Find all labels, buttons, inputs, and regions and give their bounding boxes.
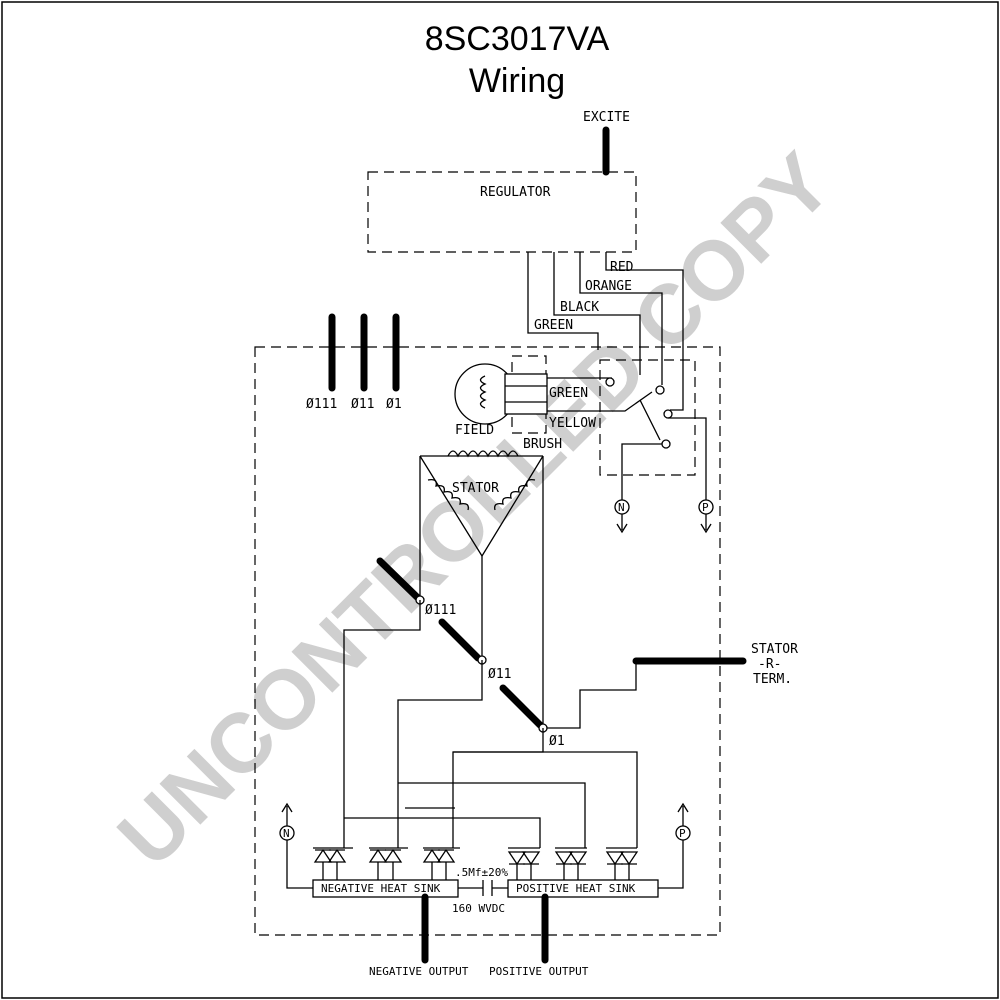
n-left-label: N — [283, 827, 290, 840]
capacitor-voltage-label: 160 WVDC — [452, 902, 505, 915]
negative-heat-sink-label: NEGATIVE HEAT SINK — [321, 882, 441, 895]
plug-terminal-green — [605, 377, 615, 387]
p-left-terminal — [675, 802, 691, 841]
p-right-terminal — [698, 499, 714, 534]
red-label: RED — [610, 260, 634, 275]
brush-label: BRUSH — [523, 437, 562, 452]
green-wire — [527, 252, 599, 350]
phase-1-mid-label: Ø1 — [549, 734, 565, 749]
stator-winding — [419, 450, 544, 728]
diagram-title: 8SC3017VA — [425, 20, 610, 58]
plug-terminal-red — [663, 409, 673, 419]
plug-n-wire — [621, 443, 662, 500]
field-label: FIELD — [455, 423, 494, 438]
green-label: GREEN — [534, 318, 573, 333]
negative-output-label: NEGATIVE OUTPUT — [369, 965, 469, 978]
plug-p-wire — [668, 417, 707, 500]
negative-diodes — [313, 847, 460, 880]
p-right-label: P — [702, 501, 709, 514]
field-coil-winding — [479, 375, 487, 409]
positive-diodes — [507, 847, 639, 880]
phase-111-stud — [376, 557, 422, 602]
alternator-housing — [254, 346, 721, 936]
black-label: BLACK — [560, 300, 599, 315]
n-right-label: N — [618, 501, 625, 514]
positive-heat-sink-label: POSITIVE HEAT SINK — [516, 882, 636, 895]
watermark: UNCONTROLLED COPY — [100, 135, 850, 885]
plug-terminal-n — [661, 439, 671, 449]
p-left-label: P — [679, 827, 686, 840]
capacitor — [458, 880, 508, 896]
stator-term-label-3: TERM. — [753, 672, 792, 687]
black-wire — [553, 252, 641, 375]
plug-internal-wire — [639, 399, 661, 441]
rectifier-wiring — [343, 600, 638, 848]
green-brush-label: GREEN — [549, 386, 588, 401]
orange-wire — [579, 252, 663, 385]
orange-label: ORANGE — [585, 279, 632, 294]
excite-label: EXCITE — [583, 110, 630, 125]
n-left-terminal — [279, 802, 295, 841]
phase-11-stud — [438, 618, 482, 662]
yellow-brush-label: YELLOW — [549, 416, 596, 431]
phase-1-label: Ø1 — [386, 397, 402, 412]
n-left-wire — [286, 840, 313, 889]
capacitor-rating-label: .5Mf±20% — [455, 866, 508, 879]
phase-11-mid-label: Ø11 — [488, 667, 511, 682]
brush-holder — [504, 355, 653, 434]
regulator-leads — [527, 252, 684, 411]
n-right-terminal — [614, 499, 630, 534]
red-wire — [605, 252, 684, 411]
diagram-subtitle: Wiring — [469, 62, 565, 100]
phase-11-label: Ø11 — [351, 397, 374, 412]
stator-r-wire — [547, 661, 637, 729]
phase-111-mid-label: Ø111 — [425, 603, 456, 618]
regulator-box — [367, 171, 637, 253]
regulator-label: REGULATOR — [480, 185, 551, 200]
phase-111-label: Ø111 — [306, 397, 337, 412]
stator-term-label-1: STATOR — [751, 642, 798, 657]
phase-1-stud — [499, 684, 544, 729]
stator-term-label-2: -R- — [758, 657, 781, 672]
positive-output-label: POSITIVE OUTPUT — [489, 965, 589, 978]
p-left-wire — [658, 840, 684, 889]
plug-terminal-black — [655, 385, 665, 395]
stator-label: STATOR — [452, 481, 499, 496]
